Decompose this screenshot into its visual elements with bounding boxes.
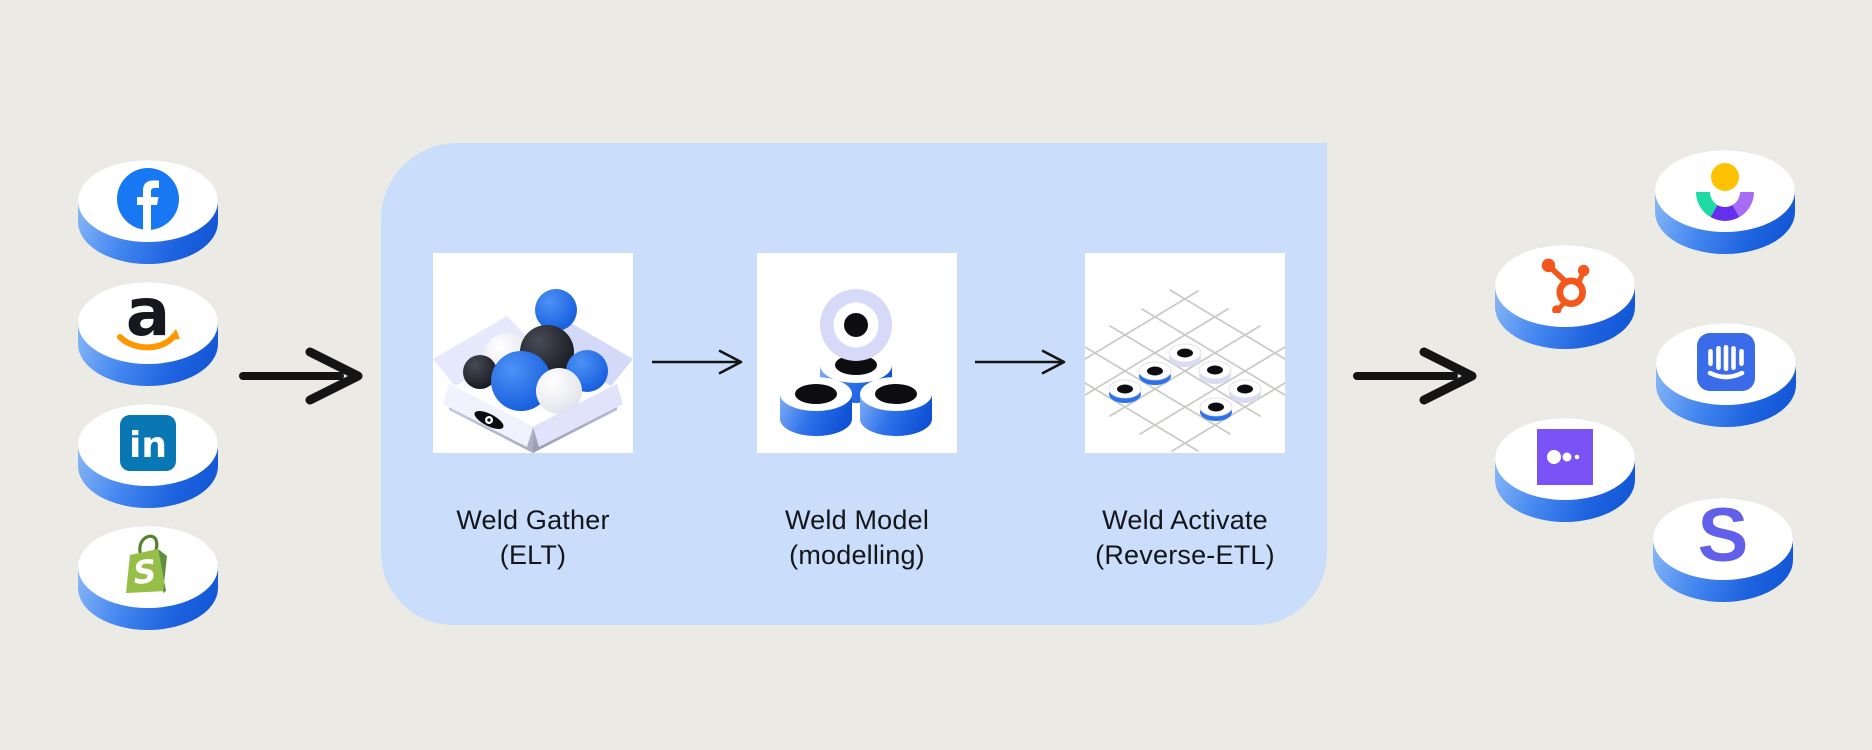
- stage-tile-activate: [1084, 253, 1286, 453]
- source-disc-amazon: a: [78, 282, 218, 386]
- destination-disc-hubspot: [1495, 245, 1635, 349]
- stage-title: Weld Model: [784, 505, 930, 535]
- shopify-icon: S: [126, 534, 167, 593]
- disc-face: a: [78, 282, 218, 364]
- stage-label-activate: Weld Activate (Reverse-ETL): [1035, 503, 1335, 573]
- isometric-grid: [1084, 289, 1286, 452]
- destination-disc-stripe: S: [1653, 492, 1793, 602]
- source-disc-facebook: [78, 160, 218, 264]
- intercom-icon: [1697, 332, 1755, 391]
- stage-title: Weld Gather: [456, 505, 610, 535]
- pipeline-to-destinations-arrow: [1353, 347, 1477, 405]
- stage-label-gather: Weld Gather (ELT): [383, 503, 683, 573]
- disc-face: [1656, 323, 1796, 405]
- model-to-activate-arrow: [975, 349, 1066, 375]
- stripe-icon: S: [1697, 492, 1749, 578]
- destination-disc-customerio: [1655, 150, 1795, 254]
- sources-to-pipeline-arrow: [239, 347, 363, 405]
- gather-to-model-arrow: [652, 349, 743, 375]
- disc-face: [1495, 245, 1635, 327]
- stage-tile-gather: [433, 253, 633, 453]
- mixpanel-icon: [1537, 428, 1593, 485]
- source-disc-linkedin: in: [78, 404, 218, 508]
- linkedin-icon: in: [120, 414, 176, 471]
- facebook-icon: [117, 167, 179, 230]
- disc-face: [1495, 418, 1635, 500]
- grid-discs: [1108, 343, 1262, 421]
- source-disc-shopify: S: [78, 526, 218, 630]
- open-box-with-spheres-illustration: [433, 289, 633, 453]
- svg-text:in: in: [129, 425, 167, 466]
- stage-title: Weld Activate: [1102, 505, 1268, 535]
- stage-subtitle: (modelling): [789, 540, 925, 570]
- hubspot-icon: [1541, 258, 1590, 313]
- svg-text:S: S: [132, 552, 158, 592]
- disc-face: [78, 160, 218, 242]
- grid-of-discs-illustration: [1084, 289, 1286, 452]
- stage-label-model: Weld Model (modelling): [707, 503, 1007, 573]
- disc-face: S: [78, 526, 218, 608]
- destination-disc-mixpanel: [1495, 418, 1635, 522]
- svg-text:a: a: [126, 285, 171, 351]
- stacked-discs-illustration: [780, 289, 932, 436]
- customerio-icon: [1696, 162, 1754, 221]
- disc-face: [1655, 150, 1795, 232]
- amazon-icon: a: [117, 285, 180, 351]
- stage-tile-model: [757, 253, 957, 453]
- stage-subtitle: (Reverse-ETL): [1095, 540, 1275, 570]
- weld-eye-logo: [474, 410, 504, 430]
- disc-face: S: [1653, 492, 1793, 580]
- stage-subtitle: (ELT): [499, 540, 567, 570]
- destination-disc-intercom: [1656, 323, 1796, 427]
- disc-face: in: [78, 404, 218, 486]
